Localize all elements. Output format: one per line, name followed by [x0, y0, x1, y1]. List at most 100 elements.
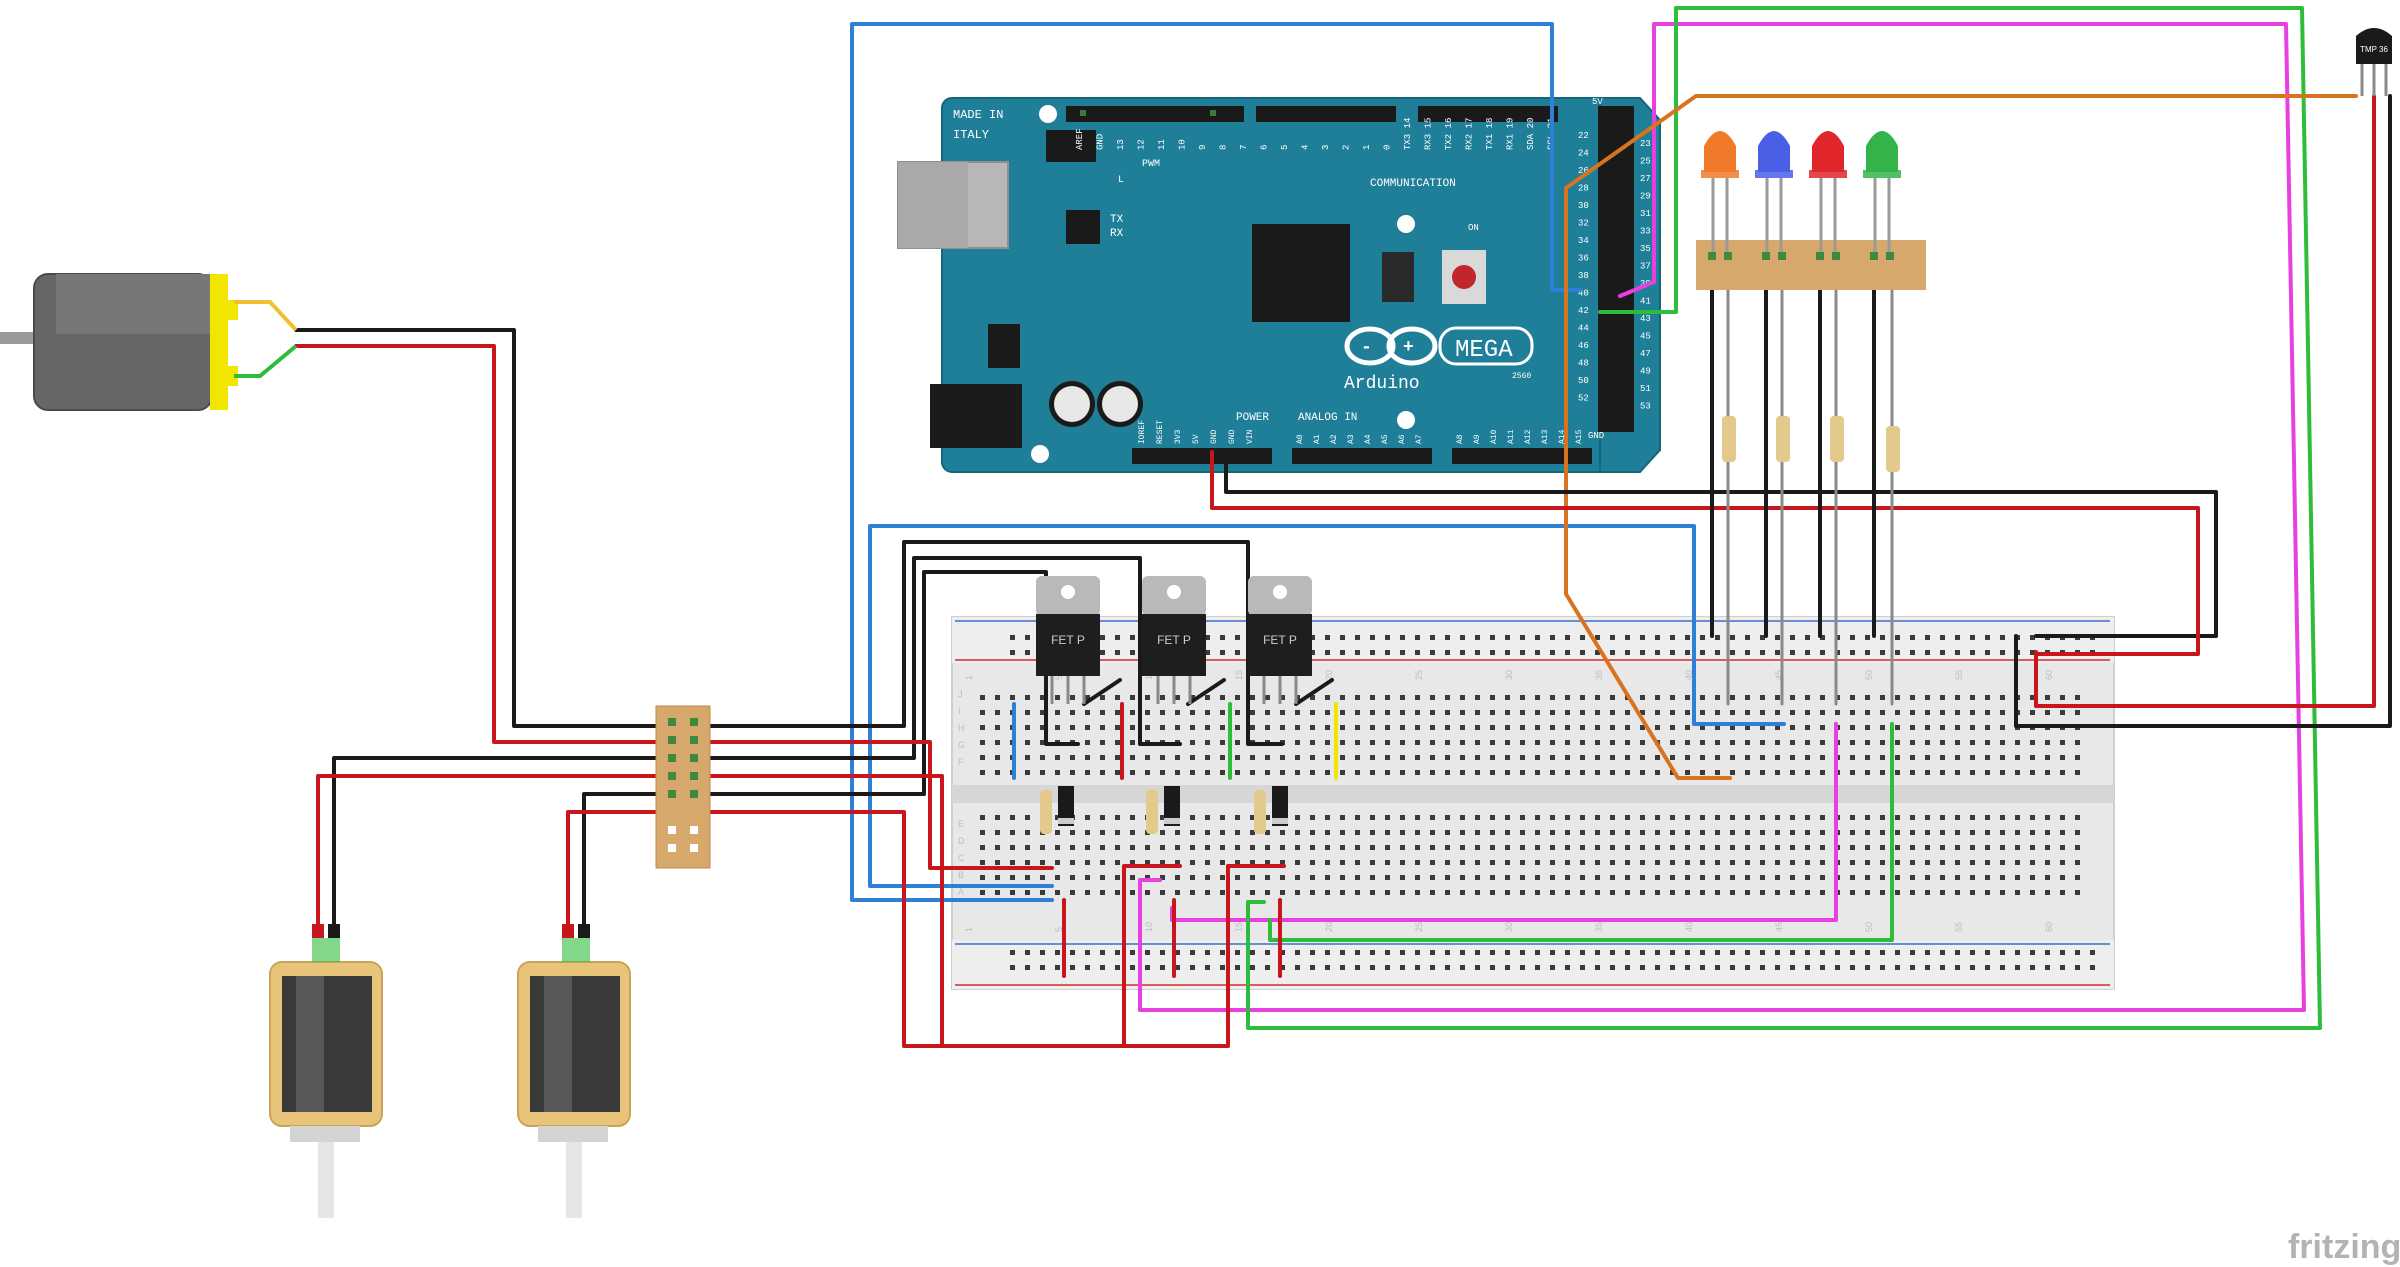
communication-label: COMMUNICATION — [1370, 178, 1456, 190]
pin-label: 3V3 — [1174, 429, 1183, 444]
wire-black[interactable] — [1224, 450, 2218, 638]
svg-text:+: + — [1403, 338, 1414, 358]
wire-black[interactable] — [1186, 678, 1226, 706]
pin-label: IOREF — [1138, 420, 1147, 444]
diode — [1272, 786, 1288, 826]
diode — [1164, 786, 1180, 826]
wire-blue[interactable] — [868, 524, 1786, 888]
pin-label: 34 — [1578, 236, 1589, 246]
row-letter-f: F — [958, 757, 964, 767]
wire-orange[interactable] — [1564, 94, 2358, 780]
pin-label: 53 — [1640, 402, 1651, 412]
column-numbers: 1155101015152020252530303535404045455050… — [964, 670, 2054, 932]
wire-red[interactable] — [2034, 94, 2376, 708]
column-number: 5 — [1054, 927, 1064, 932]
diode-resistor-group — [1040, 786, 1288, 834]
column-number: 40 — [1684, 922, 1694, 932]
analog-in-label: ANALOG IN — [1298, 412, 1357, 424]
pin-label: GND — [1096, 134, 1106, 150]
mosfet-label: FET P — [1263, 633, 1297, 647]
diode — [1058, 786, 1074, 826]
column-number: 1 — [964, 927, 974, 932]
pin-label: 8 — [1219, 145, 1229, 150]
pin-label: A9 — [1473, 434, 1482, 444]
column-number: 20 — [1324, 670, 1334, 680]
column-number: 60 — [2044, 670, 2054, 680]
tx-label: TX — [1110, 214, 1124, 226]
column-number: 1 — [964, 675, 974, 680]
pin-label: 2 — [1342, 145, 1352, 150]
on-label: ON — [1468, 223, 1479, 233]
pin-label: RX1 19 — [1506, 118, 1516, 150]
svg-text:-: - — [1361, 338, 1372, 358]
header-pwm — [1066, 106, 1244, 122]
pwm-label: PWM — [1142, 159, 1160, 170]
header-power — [1132, 448, 1272, 464]
wire-black[interactable] — [332, 556, 1182, 926]
mount-hole — [1031, 445, 1049, 463]
resistor — [1830, 416, 1844, 462]
pin-label: A1 — [1313, 434, 1322, 444]
mount-hole — [1039, 105, 1057, 123]
wire-black[interactable] — [1082, 678, 1122, 706]
column-number: 30 — [1504, 670, 1514, 680]
l-label: L — [1118, 175, 1124, 186]
row-letter-j: J — [958, 689, 963, 699]
arduino-logo: - + Arduino — [1344, 326, 1438, 394]
pin-label: 28 — [1578, 184, 1589, 194]
pin-label: A7 — [1415, 434, 1424, 444]
pin-label: 47 — [1640, 349, 1651, 359]
resistor — [1040, 790, 1052, 834]
pin-label: 1 — [1362, 145, 1372, 150]
pin-label: 49 — [1640, 367, 1651, 377]
pin-label: GND — [1210, 429, 1219, 444]
column-number: 50 — [1864, 670, 1874, 680]
column-number: 15 — [1234, 670, 1244, 680]
mega-sub-text: 2560 — [1512, 372, 1531, 381]
pin-label: 46 — [1578, 341, 1589, 351]
pin-label: 50 — [1578, 376, 1589, 386]
pin-label: 33 — [1640, 227, 1651, 237]
pin-label: 12 — [1137, 139, 1147, 150]
wire-green[interactable] — [1268, 722, 1894, 942]
arduino-brand-text: Arduino — [1344, 374, 1420, 394]
column-number: 25 — [1414, 922, 1424, 932]
pin-label: GND — [1228, 429, 1237, 444]
wire-magenta[interactable] — [1138, 22, 2306, 1012]
wire-black[interactable] — [1294, 678, 1334, 706]
wire-red[interactable] — [294, 344, 1054, 870]
row-letter-i: I — [958, 706, 961, 716]
wire-red[interactable] — [566, 810, 1182, 1048]
mosfet-3: FET P — [1248, 576, 1312, 704]
mosfet-1: FET P — [1036, 576, 1100, 704]
pin-label: VIN — [1246, 429, 1255, 444]
pin-label: 52 — [1578, 394, 1589, 404]
wire-green[interactable] — [1246, 6, 2322, 1030]
wire-black[interactable] — [2014, 94, 2392, 728]
pin-label: 43 — [1640, 314, 1651, 324]
pin-label: A6 — [1398, 434, 1407, 444]
pin-label: 23 — [1640, 139, 1651, 149]
pin-label: 6 — [1260, 145, 1270, 150]
pin-label: 27 — [1640, 174, 1651, 184]
pin-label: 5V — [1192, 434, 1201, 444]
row-letters-bottom: E D C B A — [958, 819, 965, 897]
column-number: 60 — [2044, 922, 2054, 932]
mount-hole — [1397, 215, 1415, 233]
wire-red[interactable] — [1210, 450, 2200, 656]
pin-label: 4 — [1301, 145, 1311, 150]
solenoid-right — [517, 924, 631, 1218]
pin-label: 0 — [1383, 145, 1393, 150]
led — [1809, 131, 1847, 252]
wire-blue[interactable] — [850, 22, 1582, 902]
wire-black[interactable] — [294, 328, 1284, 746]
header-analog-low — [1292, 448, 1432, 464]
mosfet-label: FET P — [1051, 633, 1085, 647]
resistor — [1254, 790, 1266, 834]
made-in-label: MADE IN — [953, 108, 1003, 122]
led-resistors — [1722, 416, 1900, 472]
wire-black[interactable] — [582, 570, 1080, 926]
